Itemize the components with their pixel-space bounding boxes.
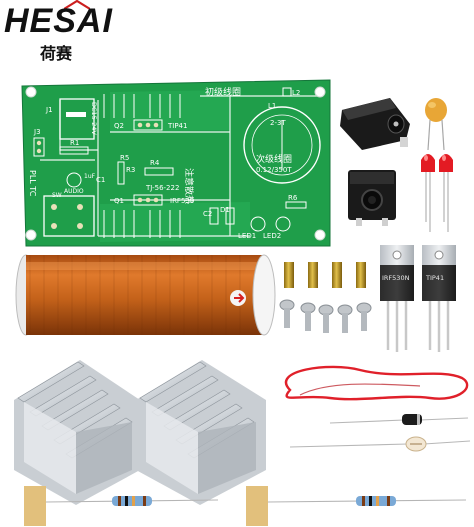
diode — [329, 414, 469, 425]
pcb-ref-r1: R1 — [70, 139, 79, 147]
pcb-audio-label: AUDIO — [64, 188, 84, 195]
pcb-ref-j3: J3 — [33, 128, 41, 136]
pcb-silkscreen: DC15-24V 初级线圈 2-3T 次级线圈 0.12/350T 注意散热 T… — [28, 86, 300, 240]
pcb-ref-q1: Q1 — [114, 197, 124, 205]
dc-power-jack — [340, 98, 410, 150]
heat-sink-left — [14, 360, 140, 505]
brand-subtitle: 荷赛 — [40, 44, 73, 63]
pcb-side-label: PLL TC — [28, 170, 37, 197]
pcb-heatsink-note: 注意散热 — [183, 168, 195, 204]
pcb-ref-q2: Q2 — [114, 122, 124, 130]
pcb-ref-sw: SW — [52, 192, 62, 199]
pcb-ref-l1: L1 — [268, 102, 276, 110]
brand-logo: HESAI 荷赛 — [4, 0, 134, 63]
pcb-transistor-label: TIP41 — [167, 122, 187, 130]
pcb-turns-label: 2-3T — [270, 119, 286, 127]
transistor-left-marking: IRF530N — [382, 274, 410, 282]
audio-jack — [348, 170, 396, 226]
pcb-transistor-code: TJ-56-222 — [145, 184, 179, 192]
transistor-right-marking: TIP41 — [425, 274, 444, 282]
pcb-mosfet-label: IRF530 — [170, 197, 194, 205]
logo-roof-mark — [64, 0, 90, 10]
red-leds — [421, 154, 453, 232]
resistor-strip-right — [246, 486, 467, 526]
pcb-power-label: DC15-24V — [90, 102, 98, 135]
pcb-ref-l2: L2 — [292, 89, 300, 97]
pcb-ref-c2: C2 — [203, 210, 212, 218]
screws — [279, 299, 372, 333]
tesla-secondary-coil — [15, 254, 276, 336]
heat-sink-right — [136, 360, 266, 505]
resistor-strip-left — [24, 486, 219, 526]
brass-standoffs — [284, 262, 366, 288]
pcb-cap-value: 1uF — [84, 173, 96, 180]
ceramic-capacitor — [425, 98, 447, 151]
pcb-ref-r3: R3 — [126, 166, 135, 174]
neon-lamp — [289, 436, 471, 452]
pcb-secondary-spec: 0.12/350T — [256, 166, 292, 174]
pcb-board — [21, 79, 331, 247]
pcb-ref-led2: LED2 — [263, 232, 281, 240]
pcb-ref-c1: C1 — [96, 176, 105, 184]
pcb-primary-coil-label: 初级线圈 — [205, 86, 241, 98]
to220-transistors: IRF530N TIP41 — [380, 245, 456, 352]
pcb-ref-r4: R4 — [150, 159, 160, 167]
red-wire — [285, 365, 469, 401]
pcb-ref-j1: J1 — [45, 106, 53, 114]
brand-name: HESAI — [4, 2, 113, 40]
pcb-ref-led1: LED1 — [238, 232, 256, 240]
pcb-ref-r5: R5 — [120, 154, 129, 162]
pcb-ref-d1: D1 — [220, 206, 230, 214]
pcb-secondary-coil-label: 次级线圈 — [256, 153, 292, 165]
pcb-ref-r6: R6 — [288, 194, 298, 202]
